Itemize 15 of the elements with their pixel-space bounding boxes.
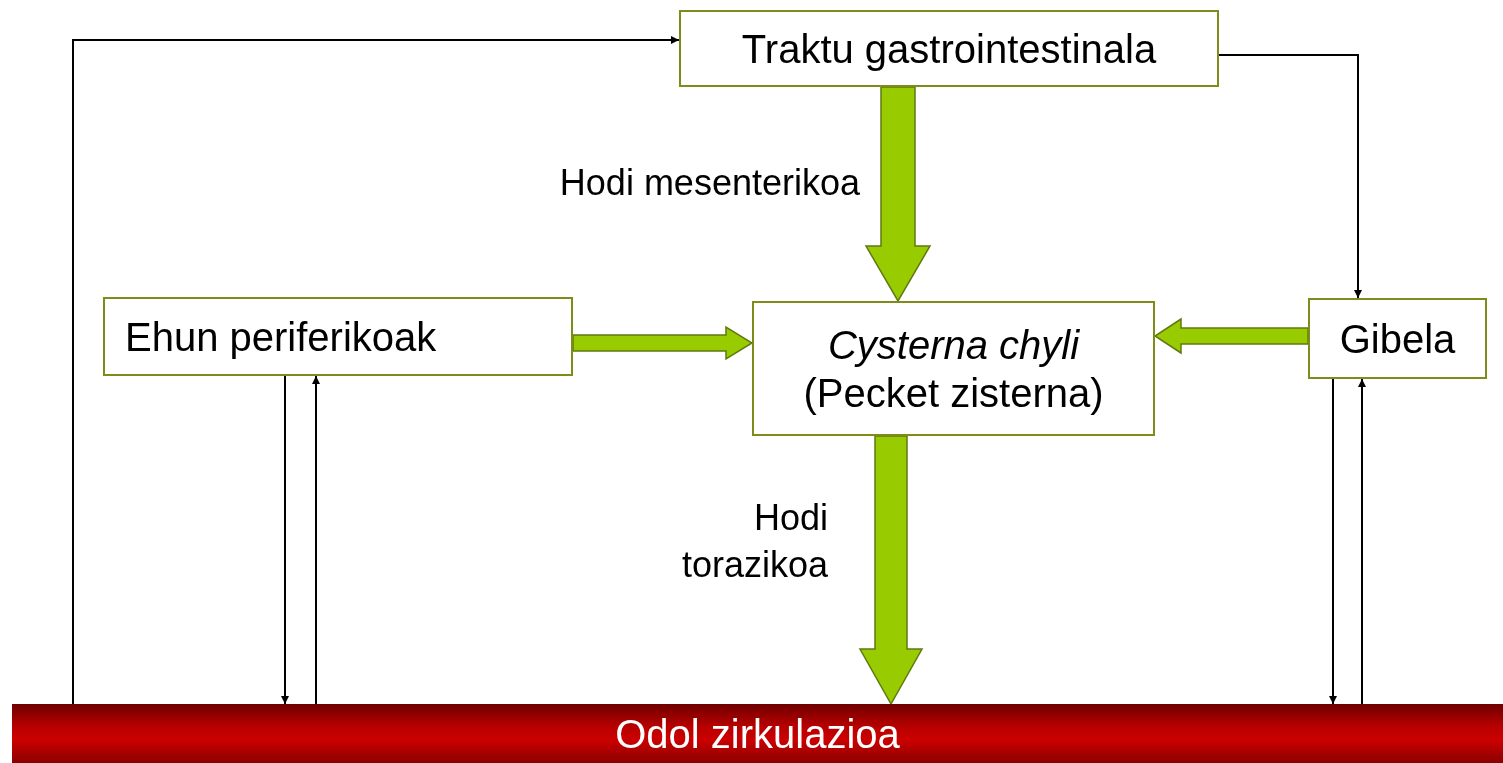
arrow [1218, 54, 1362, 299]
process-box: Ehun periferikoak [103, 297, 573, 376]
block-arrow [572, 325, 754, 361]
block-arrow [864, 86, 932, 303]
arrow [72, 36, 680, 705]
block-arrow [1153, 317, 1309, 355]
process-box: Cysterna chyli (Pecket zisterna) [752, 301, 1155, 436]
arrow [281, 375, 289, 705]
arrow [1358, 378, 1366, 705]
block-arrow [858, 435, 924, 706]
process-box: Gibela [1308, 298, 1487, 379]
process-box: Traktu gastrointestinala [679, 10, 1219, 87]
circulation-bar: Odol zirkulazioa [12, 704, 1503, 763]
arrow [1329, 378, 1337, 705]
arrow [312, 375, 320, 705]
